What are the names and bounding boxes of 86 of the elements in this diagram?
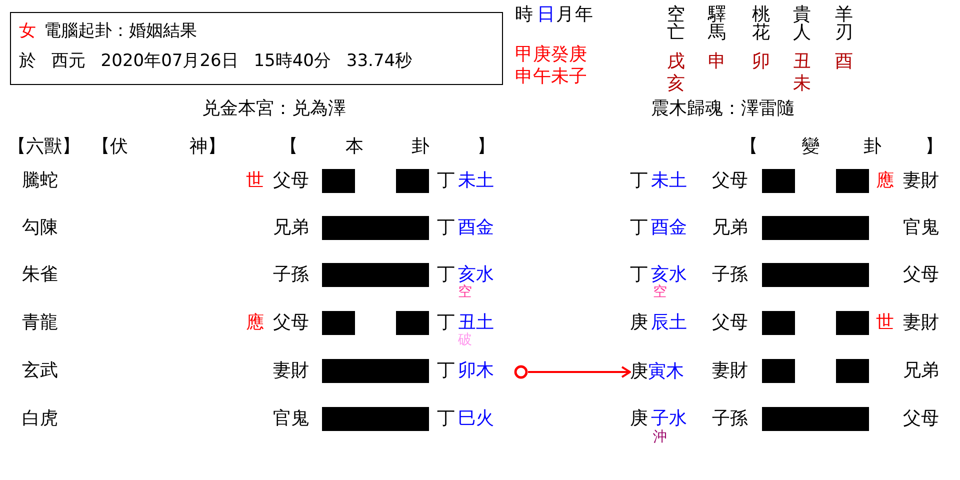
chart-text: 父母 (273, 314, 309, 332)
header-box (10, 12, 503, 85)
chart-text: 兄弟 (712, 219, 748, 237)
chart-text: 丁 (630, 219, 648, 237)
spirit-branch-text: 丑 (793, 53, 811, 71)
branch-element-text: 亥水 (651, 266, 687, 284)
column-heading: 【 變 卦 】 (740, 138, 944, 156)
date-text: 於 西元 2020年07月26日 15時40分 33.74秒 (19, 50, 414, 73)
chart-text: 子孫 (712, 410, 748, 428)
stem-text: 庚 (630, 363, 648, 381)
marker-text: 應 (876, 172, 894, 190)
branch-element-text: 丑土 (458, 314, 494, 332)
chart-text: 兄弟 (273, 219, 309, 237)
chart-text: 兄弟 (903, 362, 939, 380)
column-heading: 【 本 卦 】 (280, 138, 496, 156)
chart-text: 丁 (437, 266, 455, 284)
branch-element-text: 酉金 (651, 219, 687, 237)
marker-text: 世 (246, 172, 264, 190)
chart-text: 妻財 (712, 362, 748, 380)
chart-text: 父母 (903, 266, 939, 284)
column-heading: 桃花 (752, 6, 770, 42)
spirit-branch-text: 未 (793, 75, 811, 93)
branch-element-text: 辰土 (651, 314, 687, 332)
chart-text: 庚 (630, 410, 648, 428)
chart-text: 丁 (437, 314, 455, 332)
chart-text: 妻財 (273, 362, 309, 380)
spirit-branch-text: 卯 (752, 53, 770, 71)
chart-text: 庚 (630, 314, 648, 332)
marker-text: 世 (876, 314, 894, 332)
chart-text: 妻財 (903, 314, 939, 332)
chart-text: 丁 (437, 362, 455, 380)
chart-text: 青龍 (22, 314, 58, 332)
arrow (528, 366, 631, 378)
branch-element-text: 未土 (458, 172, 494, 190)
chart-text: 丁 (437, 172, 455, 190)
chart-text: 白虎 (22, 410, 58, 428)
annotation-text: 空 (458, 285, 472, 299)
spirit-branch-text: 酉 (835, 53, 853, 71)
chart-text: 妻財 (903, 172, 939, 190)
spirit-branch-text: 亥 (667, 75, 685, 93)
title-text: 電腦起卦：婚姻結果 (44, 20, 197, 43)
spirit-branch-text: 申 (708, 53, 726, 71)
chart-text: 騰蛇 (22, 172, 58, 190)
column-heading: 日 (537, 6, 555, 24)
chart-text: 官鬼 (903, 219, 939, 237)
chart-text: 父母 (712, 314, 748, 332)
annotation-text: 沖 (653, 430, 667, 444)
chart-text: 子孫 (273, 266, 309, 284)
column-heading: 羊刃 (835, 6, 853, 42)
branch-element-text: 寅木 (648, 363, 684, 381)
column-heading: 【六獸】 (8, 138, 80, 156)
branch-element-text: 未土 (651, 172, 687, 190)
marker-text: 申午未子 (515, 68, 587, 86)
palace-text: 兑金本宮：兑為澤 (202, 100, 346, 118)
chart-text: 朱雀 (22, 266, 58, 284)
column-heading: 年 (575, 6, 593, 24)
branch-element-text: 亥水 (458, 266, 494, 284)
column-heading: 月 (556, 6, 574, 24)
chart-text: 丁 (437, 410, 455, 428)
branch-element-text: 卯木 (458, 362, 494, 380)
column-heading: 貴人 (793, 6, 811, 42)
moving-line-circle (514, 365, 528, 379)
branch-element-text: 酉金 (458, 219, 494, 237)
chart-text: 官鬼 (273, 410, 309, 428)
chart-text: 丁 (437, 219, 455, 237)
chart-text: 丁 (630, 266, 648, 284)
gender-text: 女 (19, 20, 36, 43)
annotation-text: 空 (653, 285, 667, 299)
chart-text: 玄武 (22, 362, 58, 380)
chart-text: 子孫 (712, 266, 748, 284)
chart-text: 父母 (273, 172, 309, 190)
column-heading: 驛馬 (708, 6, 726, 42)
branch-element-text: 巳火 (458, 410, 494, 428)
column-heading: 時 (515, 6, 533, 24)
chart-text: 父母 (903, 410, 939, 428)
chart-text: 父母 (712, 172, 748, 190)
chart-text: 丁 (630, 172, 648, 190)
annotation-text: 破 (458, 333, 472, 347)
spirit-branch-text: 戌 (667, 53, 685, 71)
column-heading: 【伏 神】 (92, 138, 226, 156)
branch-element-text: 子水 (651, 410, 687, 428)
palace-text: 震木歸魂：澤雷隨 (651, 100, 795, 118)
marker-text: 甲庚癸庚 (515, 46, 587, 64)
chart-text: 勾陳 (22, 219, 58, 237)
marker-text: 應 (246, 314, 264, 332)
column-heading: 空亡 (667, 6, 685, 42)
